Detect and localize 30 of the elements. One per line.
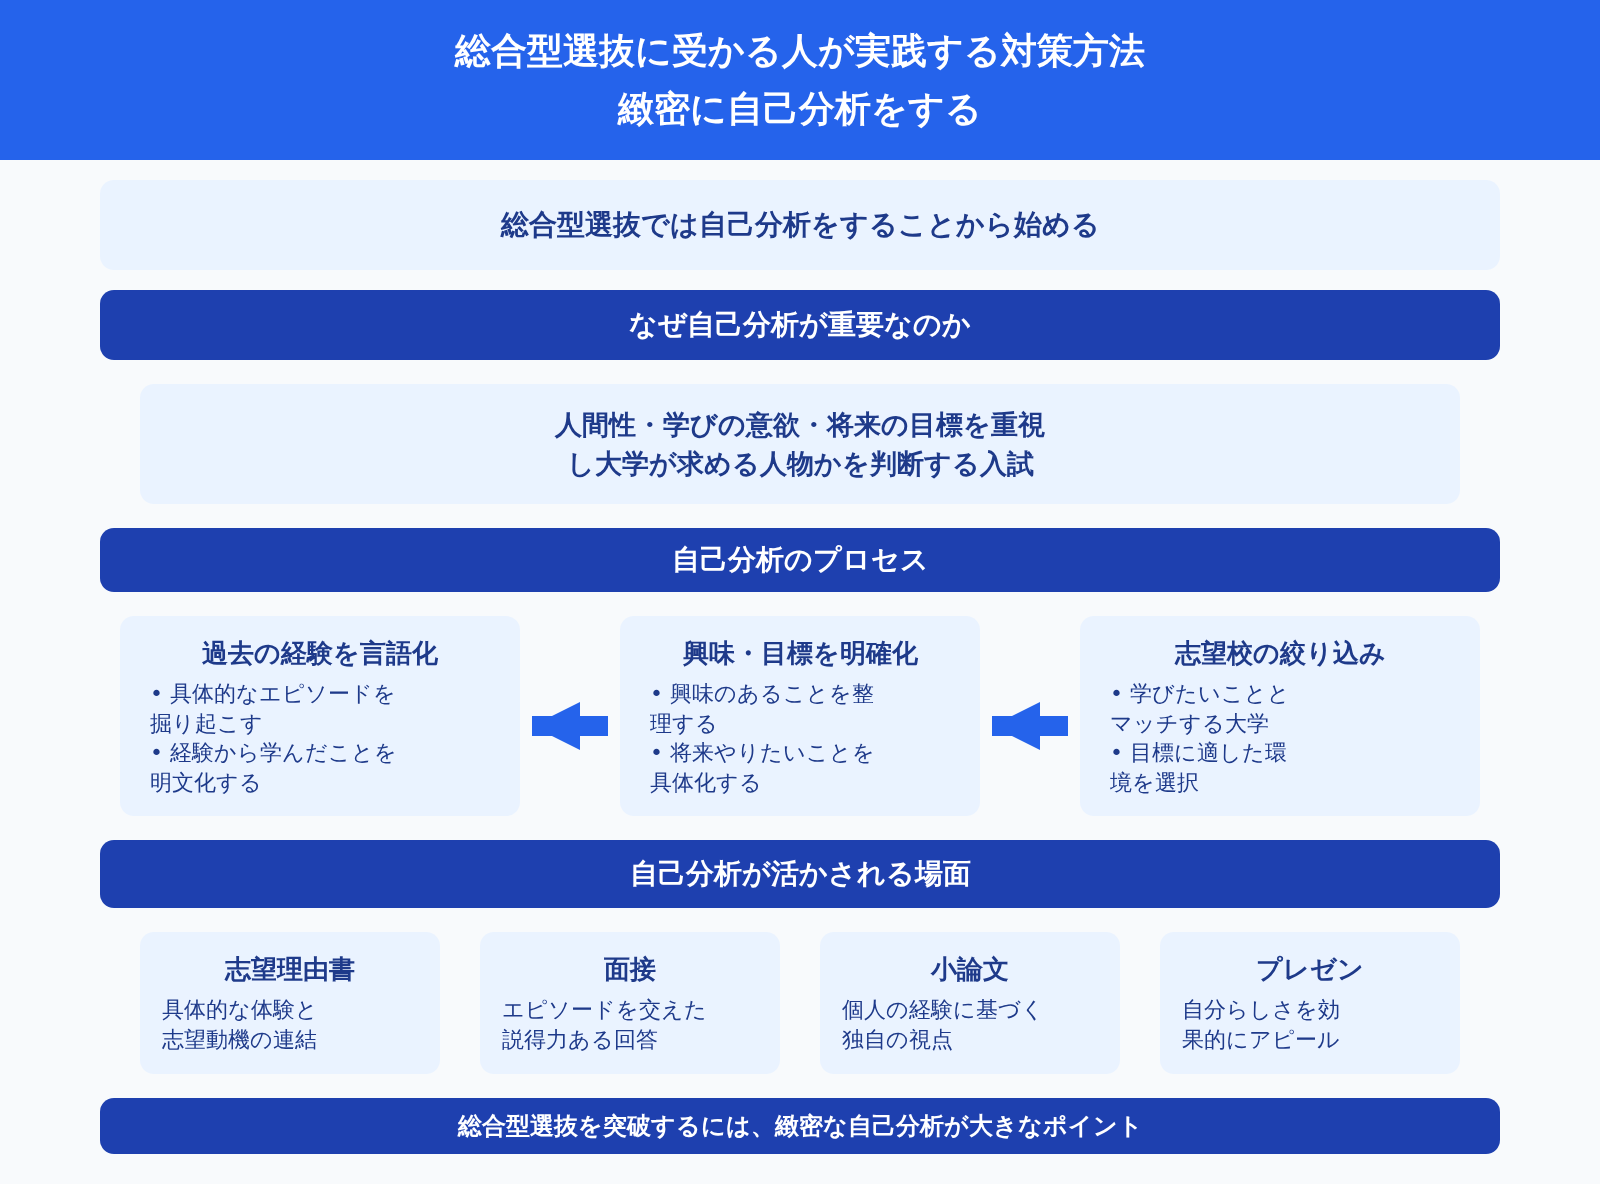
title: 総合型選抜に受かる人が実践する対策方法緻密に自己分析をする (453, 29, 1146, 131)
card-heading: 志望理由書 (225, 953, 355, 986)
card-heading: 過去の経験を言語化 (202, 637, 438, 670)
card-text: • 経験から学んだことを明文化する (150, 739, 398, 798)
arrow (532, 702, 608, 750)
card-heading: 面接 (604, 953, 656, 986)
card-text: • 目標に適した環境を選択 (1110, 739, 1288, 798)
card-heading: 小論文 (931, 953, 1009, 986)
section-heading: 自己分析のプロセス (671, 541, 929, 578)
arrow (992, 702, 1068, 750)
section-banner (100, 1098, 1500, 1154)
section-banner (100, 290, 1500, 360)
card-text: • 将来やりたいことを具体化する (650, 739, 876, 798)
box-text: 人間性・学びの意欲・将来の目標を重視し大学が求める人物かを判断する入試 (553, 407, 1046, 481)
card-heading: プレゼン (1256, 953, 1364, 986)
box-text: 総合型選抜では自己分析をすることから始める (500, 206, 1100, 243)
section-banner (100, 840, 1500, 908)
section-heading: 自己分析が活かされる場面 (629, 855, 971, 892)
card-text: • 学びたいこととマッチする大学 (1110, 680, 1291, 738)
card-text: エピソードを交えた説得力ある回答 (502, 996, 708, 1054)
card-text: 個人の経験に基づく独自の視点 (842, 996, 1045, 1054)
card-heading: 志望校の絞り込み (1174, 637, 1386, 670)
section-banner (100, 528, 1500, 592)
card-text: • 具体的なエピソードを掘り起こす (150, 680, 397, 738)
card-text: 自分らしさを効果的にアピール (1182, 996, 1341, 1054)
section-heading: なぜ自己分析が重要なのか (629, 306, 971, 343)
card-heading: 興味・目標を明確化 (682, 637, 918, 670)
card-text: 具体的な体験と志望動機の連結 (162, 996, 319, 1054)
section-heading: 総合型選抜を突破するには、緻密な自己分析が大きなポイント (457, 1110, 1143, 1142)
card-text: • 興味のあることを整理する (650, 680, 875, 738)
